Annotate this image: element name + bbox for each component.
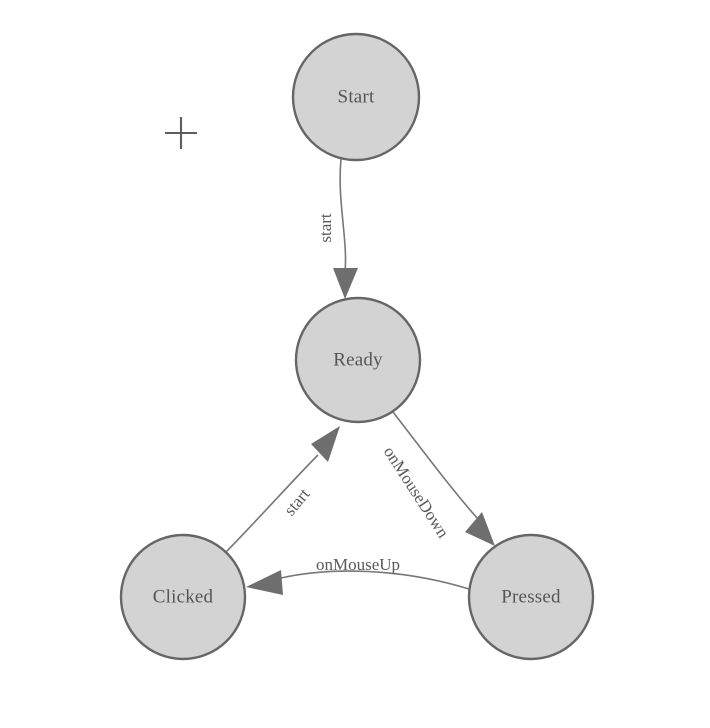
node-label-pressed: Pressed xyxy=(501,586,561,607)
node-ready[interactable]: Ready xyxy=(294,296,422,424)
node-label-clicked: Clicked xyxy=(153,586,214,607)
edge-path-clicked-to-ready xyxy=(225,454,319,553)
crosshair-icon xyxy=(165,117,197,149)
arrowhead-start-to-ready xyxy=(333,268,358,299)
node-circle-ready xyxy=(294,296,422,424)
edge-label-ready-to-pressed: onMouseDown xyxy=(380,443,453,542)
edge-start-to-ready[interactable]: start xyxy=(316,158,358,299)
edge-label-pressed-to-clicked: onMouseUp xyxy=(316,555,400,574)
node-label-start: Start xyxy=(338,86,375,107)
arrowhead-ready-to-pressed xyxy=(465,512,495,546)
node-clicked[interactable]: Clicked xyxy=(119,533,247,661)
edge-path-ready-to-pressed xyxy=(392,411,479,520)
node-circle-pressed xyxy=(467,533,595,661)
node-label-ready: Ready xyxy=(333,349,383,370)
node-start[interactable]: Start xyxy=(291,32,421,162)
arrowhead-clicked-to-ready xyxy=(311,426,340,462)
edge-path-pressed-to-clicked xyxy=(280,570,470,590)
edge-label-start-to-ready: start xyxy=(316,213,335,243)
node-circle-clicked xyxy=(119,533,247,661)
edge-ready-to-pressed[interactable]: onMouseDown xyxy=(380,411,495,546)
edge-pressed-to-clicked[interactable]: onMouseUp xyxy=(246,555,470,595)
edge-clicked-to-ready[interactable]: start xyxy=(225,426,340,553)
arrowhead-pressed-to-clicked xyxy=(246,570,283,595)
node-pressed[interactable]: Pressed xyxy=(467,533,595,661)
edge-path-start-to-ready xyxy=(339,158,347,273)
node-circle-start xyxy=(291,32,421,162)
